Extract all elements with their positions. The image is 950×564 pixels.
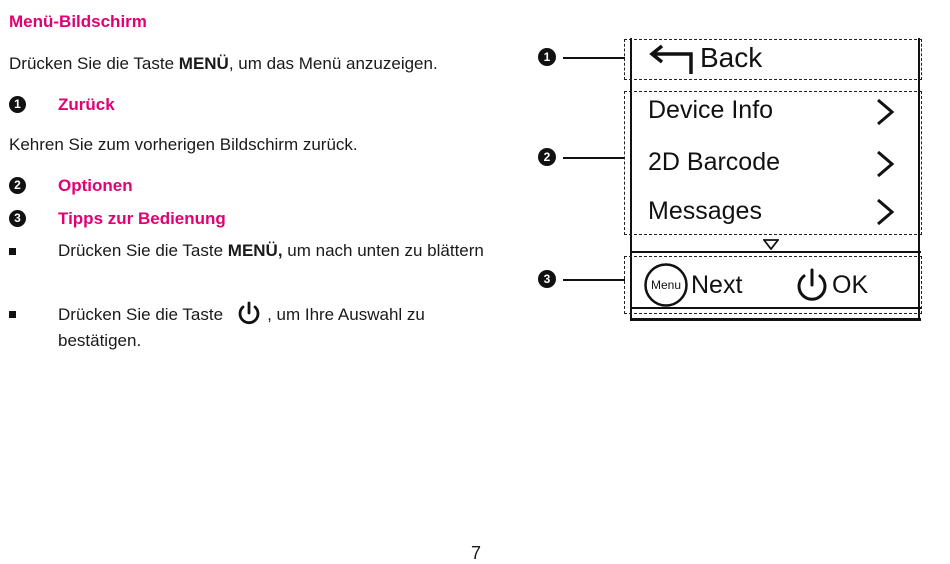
diagram-marker-3: 3 [538, 270, 556, 288]
option-2d-barcode[interactable]: 2D Barcode [648, 148, 781, 176]
bullet-2 [9, 311, 16, 318]
leader-line-1 [563, 57, 625, 59]
tip-1: Drücken Sie die Taste MENÜ, um nach unte… [58, 241, 484, 260]
power-icon [797, 268, 827, 301]
section-title: Menü-Bildschirm [9, 12, 147, 31]
diagram-marker-1: 1 [538, 48, 556, 66]
marker-2: 2 [9, 177, 26, 194]
item-options-heading: Optionen [58, 176, 133, 195]
tip-2: Drücken Sie die Taste, um Ihre Auswahl z… [58, 301, 488, 354]
back-arrow-icon [649, 44, 693, 74]
scroll-down-icon [763, 239, 779, 250]
divider-line [630, 251, 921, 253]
page-number: 7 [471, 543, 482, 563]
back-region [624, 39, 922, 80]
leader-line-2 [563, 157, 625, 159]
next-label[interactable]: Next [691, 271, 743, 299]
tips-region [624, 256, 922, 314]
back-label[interactable]: Back [700, 42, 763, 73]
screen-bottom-edge [630, 318, 921, 321]
leader-line-3 [563, 279, 625, 281]
menu-key-text: MENÜ [178, 54, 229, 73]
item-back-heading: Zurück [58, 95, 115, 114]
options-region [624, 91, 922, 235]
chevron-right-icon [877, 98, 895, 126]
bottom-line [630, 307, 921, 309]
screen-frame [630, 38, 920, 318]
menu-key-label: Menu [650, 278, 682, 292]
chevron-right-icon [877, 198, 895, 226]
item-tips-heading: Tipps zur Bedienung [58, 209, 226, 228]
intro-text: Drücken Sie die Taste MENÜ, um das Menü … [9, 54, 438, 73]
menu-key-icon [644, 263, 688, 307]
power-icon [238, 301, 260, 325]
device-screen-diagram: 1 2 3 Back Device Info 2D Barcode Messag… [530, 30, 940, 330]
ok-label[interactable]: OK [832, 271, 869, 299]
option-messages[interactable]: Messages [648, 197, 762, 225]
diagram-marker-2: 2 [538, 148, 556, 166]
option-device-info[interactable]: Device Info [648, 96, 774, 124]
bullet-1 [9, 248, 16, 255]
chevron-right-icon [877, 150, 895, 178]
marker-1: 1 [9, 96, 26, 113]
marker-3: 3 [9, 210, 26, 227]
back-description: Kehren Sie zum vorherigen Bildschirm zur… [9, 135, 358, 154]
